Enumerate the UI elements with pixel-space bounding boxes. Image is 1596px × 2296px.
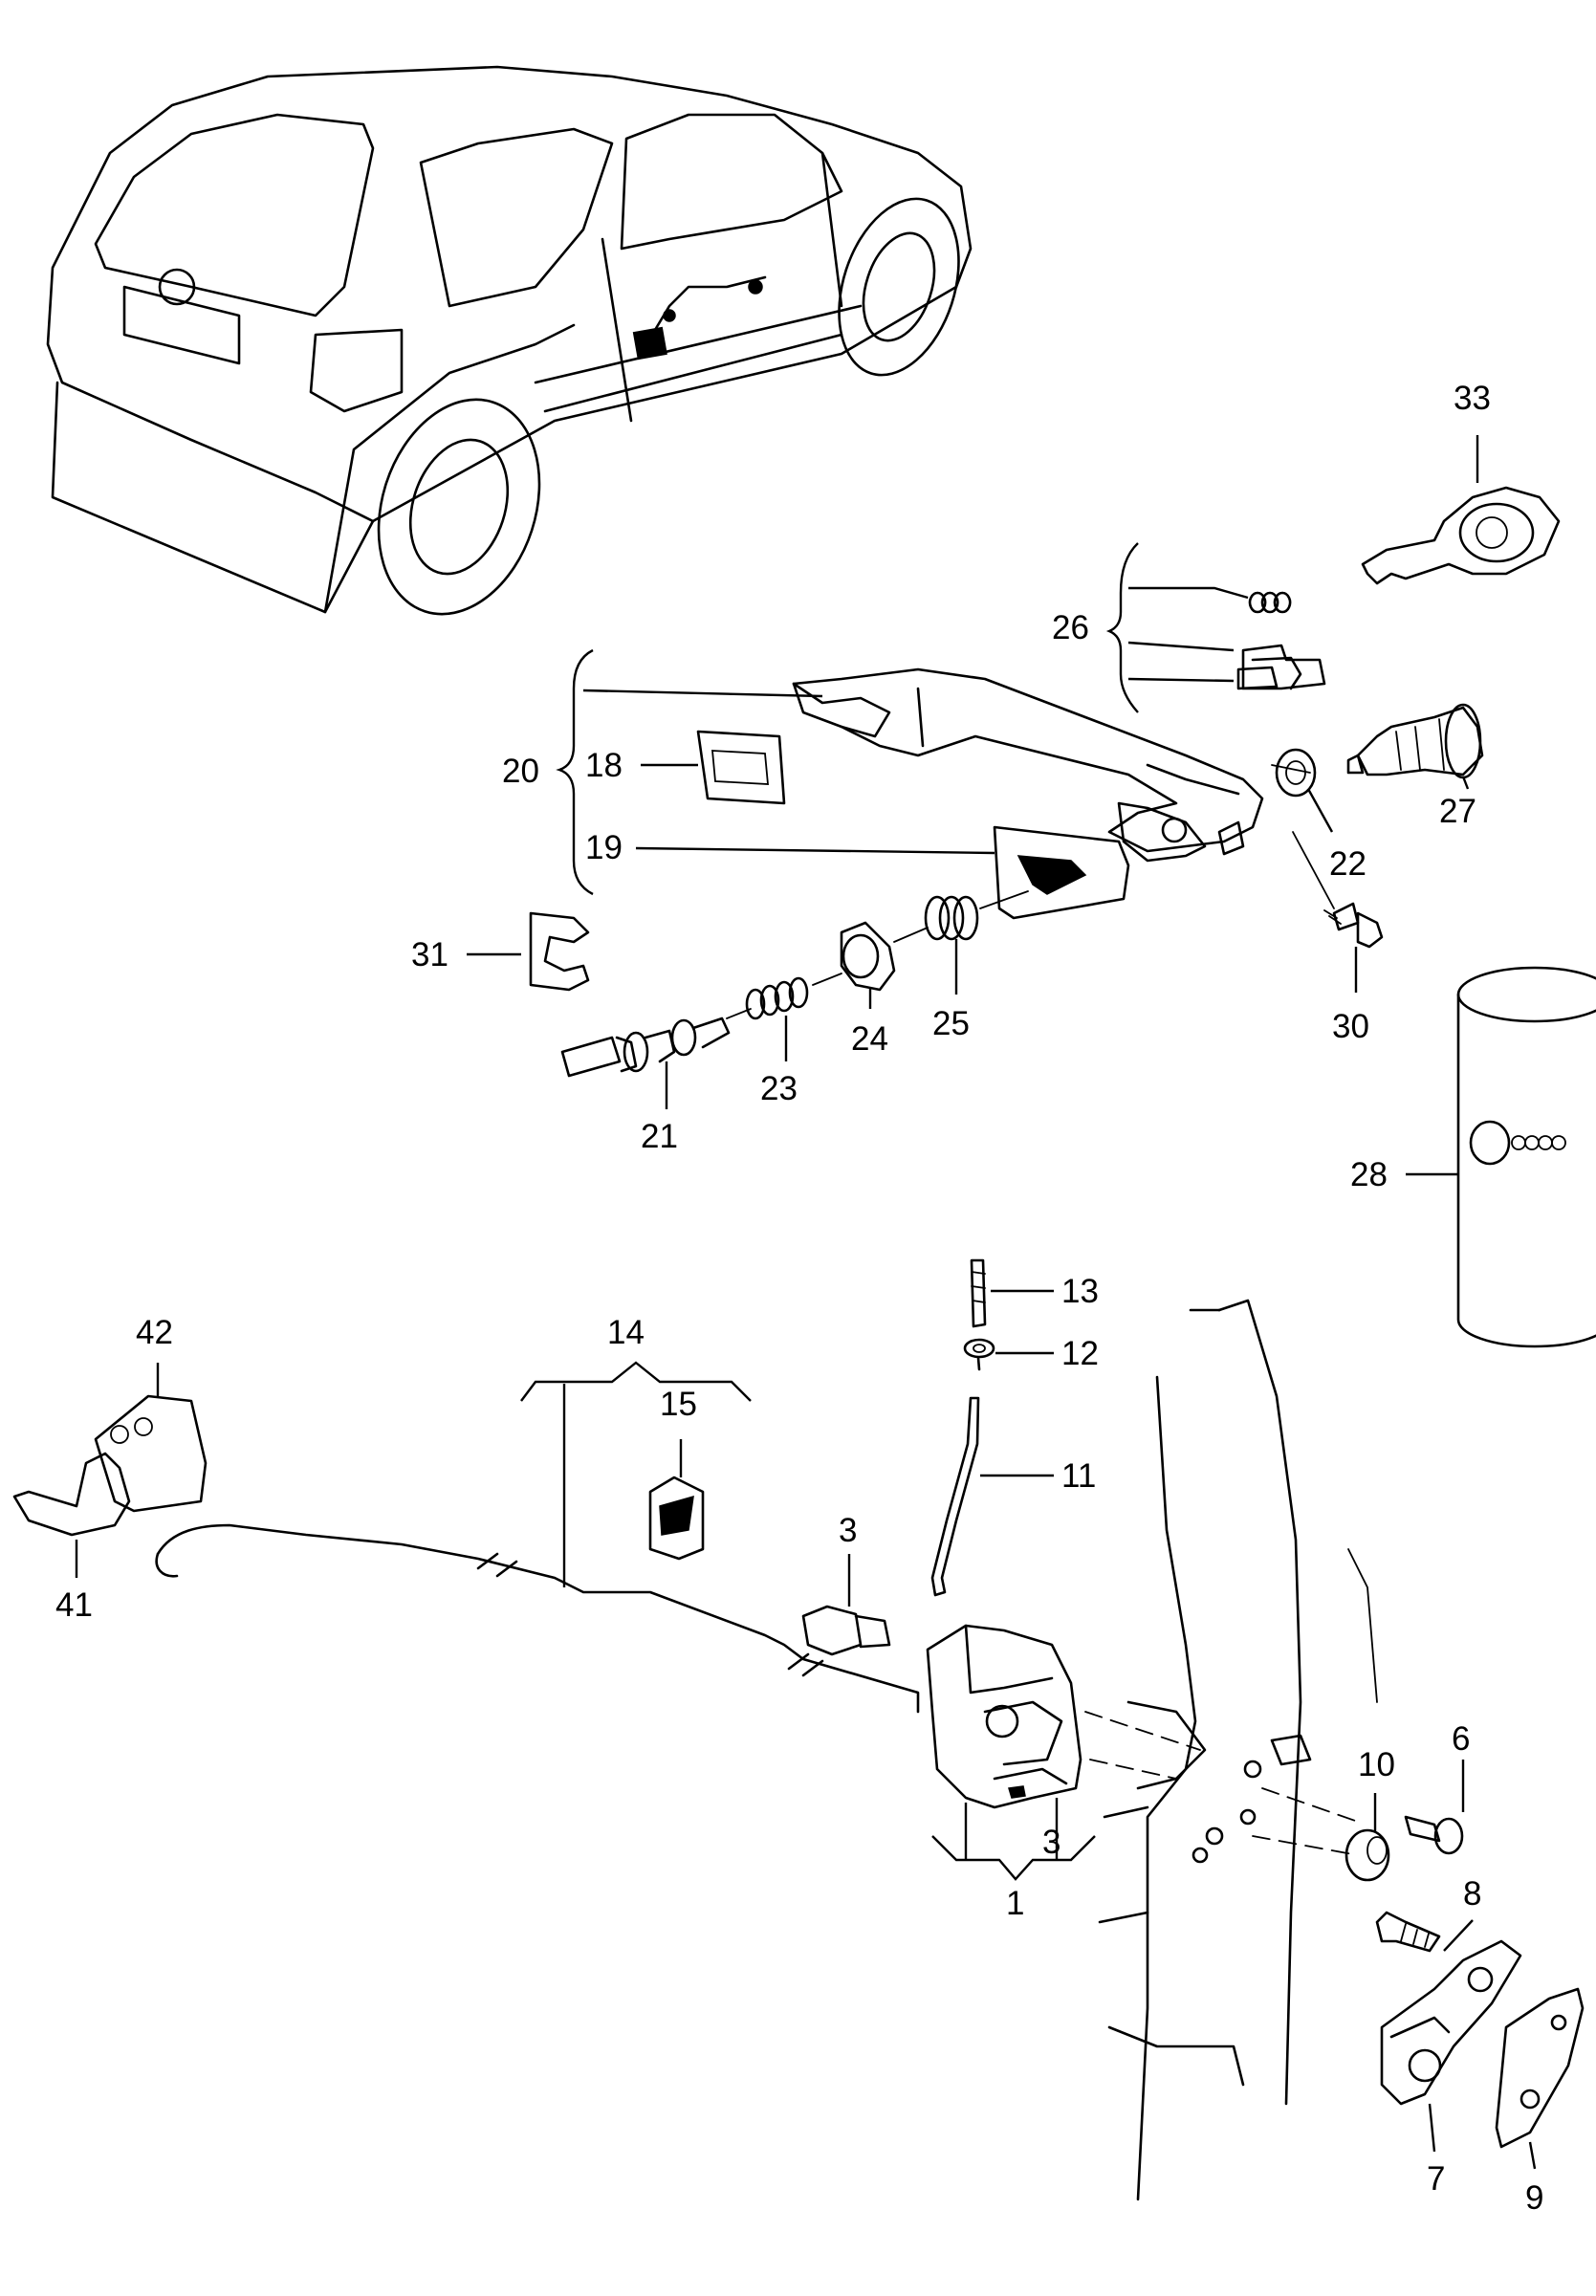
callout-28: 28 [1350, 1156, 1388, 1193]
inner-handle-41-42 [12, 1394, 208, 1537]
callout-10: 10 [1358, 1746, 1395, 1783]
callout-41: 41 [55, 1586, 93, 1624]
callout-15: 15 [660, 1386, 697, 1423]
actuator-21 [560, 1017, 731, 1078]
callout-11: 11 [1061, 1457, 1096, 1495]
clip-15 [648, 1476, 705, 1561]
cable-14 [155, 1523, 920, 1714]
callout-20: 20 [502, 753, 539, 790]
callout-25: 25 [932, 1005, 970, 1042]
callout-14: 14 [607, 1314, 645, 1351]
callout-1: 1 [1006, 1885, 1024, 1922]
door-handle-assembly [696, 591, 1484, 949]
spring-25 [924, 895, 979, 941]
spring-23 [745, 976, 809, 1020]
door-lock-1 [926, 1624, 1082, 1809]
callout-24: 24 [851, 1020, 888, 1058]
car-overview-illustration [46, 65, 973, 616]
leader-lines [75, 435, 1537, 2170]
callout-12: 12 [1061, 1335, 1099, 1372]
assembly-axis-lines [726, 764, 1335, 1019]
callout-27: 27 [1439, 793, 1476, 830]
microswitch-3 [801, 1605, 891, 1656]
callout-26: 26 [1052, 609, 1089, 646]
callout-18: 18 [585, 747, 623, 784]
callout-33: 33 [1454, 380, 1491, 417]
callout-42: 42 [136, 1314, 173, 1351]
callout-30: 30 [1332, 1008, 1369, 1045]
striker-7 [1380, 1939, 1522, 2106]
bushing-24 [840, 921, 896, 992]
screw-6 [1404, 1815, 1464, 1855]
plate-9 [1495, 1987, 1585, 2149]
callout-31: 31 [411, 936, 448, 973]
screw-8 [1375, 1911, 1441, 1953]
callout-8: 8 [1463, 1875, 1481, 1913]
callout-23: 23 [760, 1070, 798, 1107]
door-frame-pillar [1098, 1299, 1378, 2201]
callout-9: 9 [1525, 2179, 1543, 2217]
rod-parts-11-13 [930, 1258, 995, 1597]
lock-mount-axis-lines [1084, 1711, 1359, 1856]
callout-7: 7 [1427, 2160, 1445, 2198]
callout-labels: 33 26 20 18 19 22 27 31 30 25 24 23 21 2… [55, 380, 1543, 2217]
callout-21: 21 [641, 1118, 678, 1155]
callout-3-lock: 3 [1042, 1824, 1060, 1861]
callout-6: 6 [1452, 1720, 1470, 1758]
spray-can-28 [1456, 966, 1596, 1348]
callout-22: 22 [1329, 845, 1366, 883]
plug-10 [1345, 1828, 1390, 1882]
callout-13: 13 [1061, 1273, 1099, 1310]
clip-31 [529, 911, 590, 992]
callout-19: 19 [585, 829, 623, 866]
key-33 [1361, 486, 1561, 585]
callout-3-switch: 3 [839, 1512, 857, 1549]
